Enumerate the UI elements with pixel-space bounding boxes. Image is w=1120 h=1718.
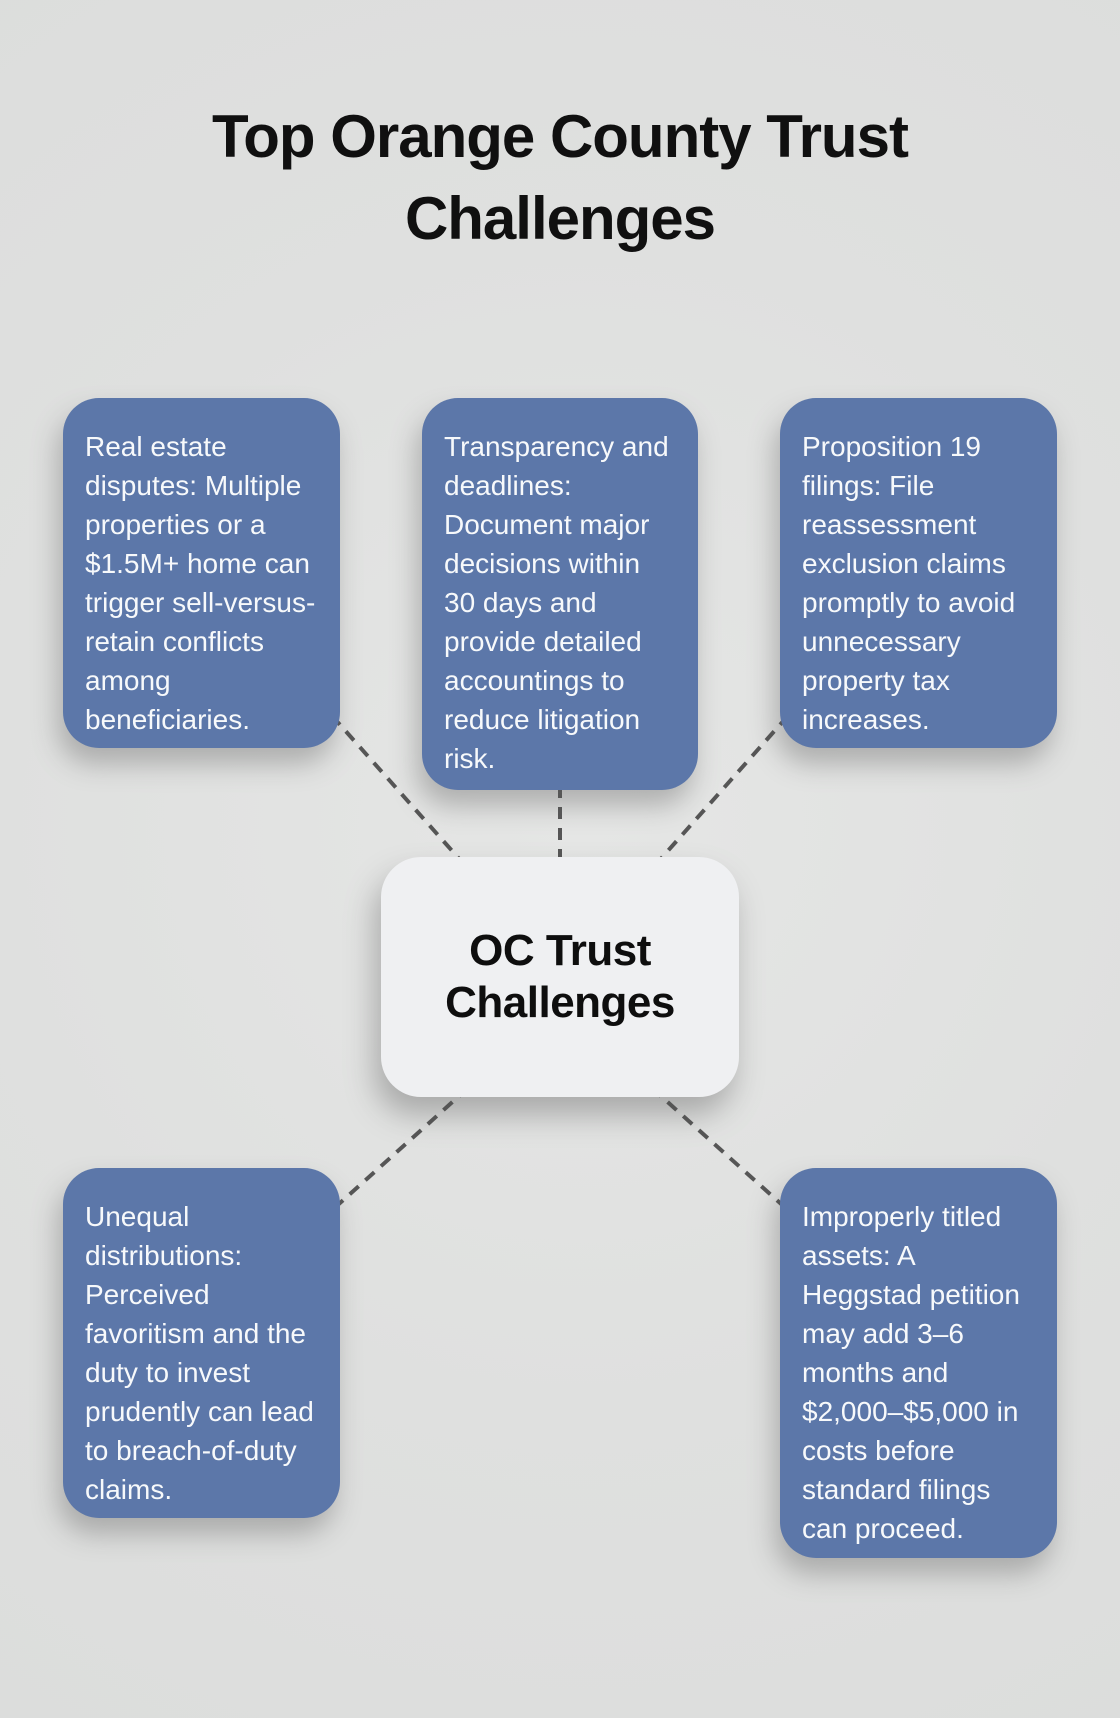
connector-line-top-right	[656, 698, 804, 864]
center-node-label: OC Trust Challenges	[445, 926, 675, 1027]
center-node: OC Trust Challenges	[381, 857, 739, 1097]
branch-node-text: Transparency and deadlines: Document maj…	[444, 431, 669, 774]
branch-node-text: Real estate disputes: Multiple propertie…	[85, 431, 316, 735]
connector-line-top-left	[316, 698, 464, 864]
page-title: Top Orange County Trust Challenges	[212, 103, 909, 252]
connector-line-bottom-left	[328, 1086, 470, 1214]
branch-node-proposition-19-filings: Proposition 19 filings: File reassessmen…	[780, 398, 1057, 748]
branch-node-text: Unequal distributions: Perceived favorit…	[85, 1201, 314, 1505]
branch-node-improperly-titled-assets: Improperly titled assets: A Heggstad pet…	[780, 1168, 1057, 1558]
branch-node-transparency-and-deadlines: Transparency and deadlines: Document maj…	[422, 398, 698, 790]
branch-node-text: Proposition 19 filings: File reassessmen…	[802, 431, 1016, 735]
branch-node-unequal-distributions: Unequal distributions: Perceived favorit…	[63, 1168, 340, 1518]
branch-node-real-estate-disputes: Real estate disputes: Multiple propertie…	[63, 398, 340, 748]
branch-node-text: Improperly titled assets: A Heggstad pet…	[802, 1201, 1020, 1544]
connector-line-bottom-right	[650, 1086, 792, 1214]
